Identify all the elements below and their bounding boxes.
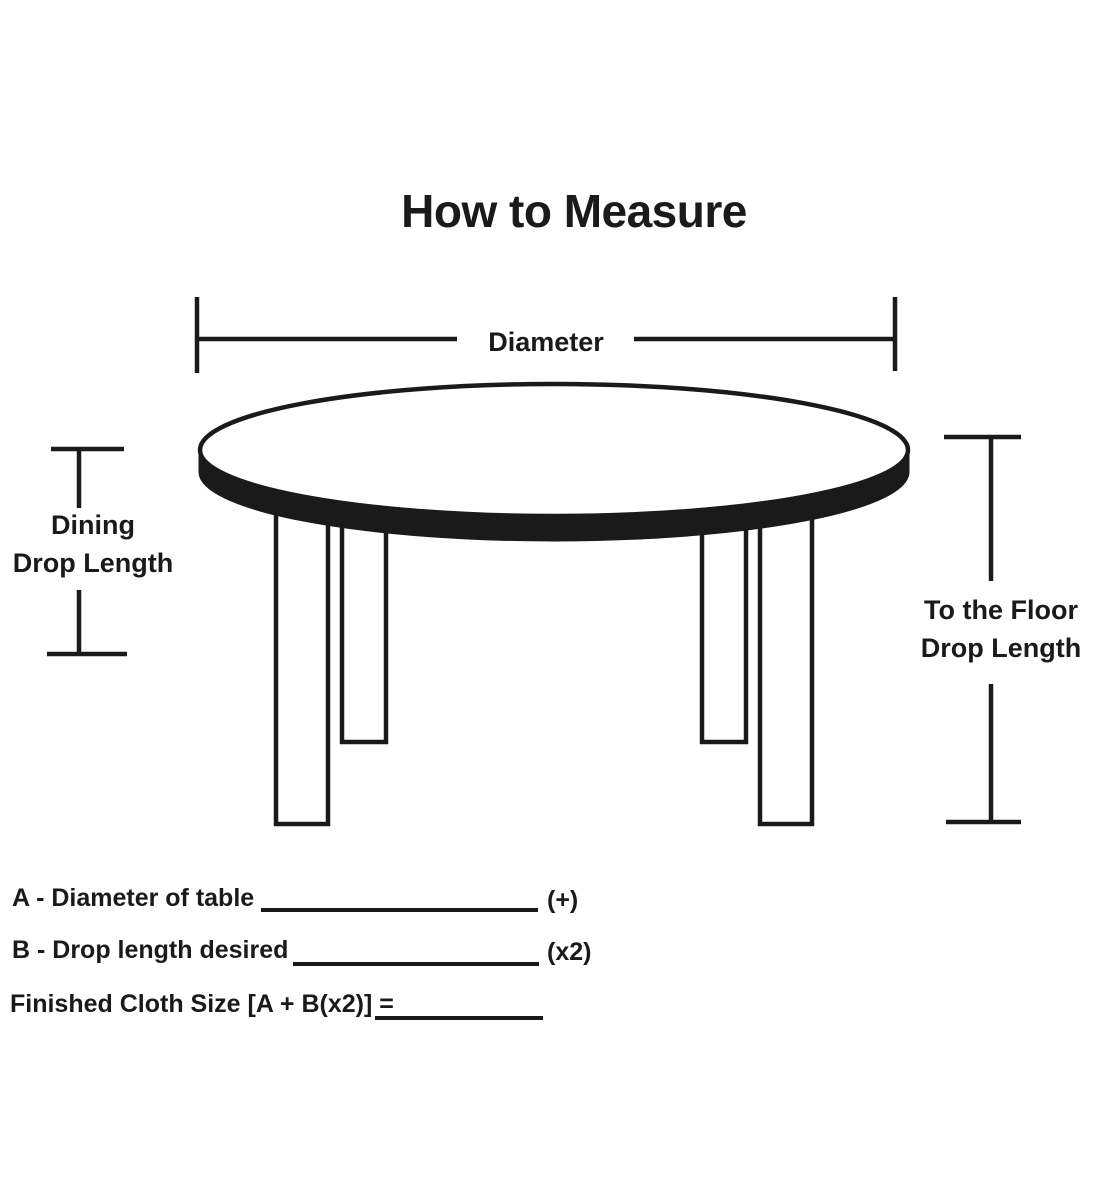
floor-drop-label-line2: Drop Length [920, 633, 1082, 663]
table-back-legs [339, 524, 749, 745]
page-title: How to Measure [401, 185, 747, 237]
diameter-dimension-line [194, 297, 898, 373]
formula-row-b-blank [293, 962, 539, 966]
floor-drop-label-line1: To the Floor [924, 595, 1078, 625]
formula-row-c-blank [375, 1016, 543, 1020]
diameter-label: Diameter [466, 323, 626, 361]
dining-drop-dimension-line [47, 446, 127, 657]
floor-drop-dimension-line [944, 434, 1021, 825]
diameter-label-text: Diameter [488, 327, 604, 357]
formula-row-a-label: A - Diameter of table [12, 884, 255, 912]
dining-drop-label-line2: Drop Length [12, 548, 174, 578]
table-front-legs [273, 508, 815, 827]
formula-row-a-suffix: (+) [547, 886, 579, 914]
formula-row-a-blank [261, 908, 538, 912]
dining-drop-label: Dining Drop Length [0, 506, 186, 582]
formula-row-b-suffix: (x2) [547, 938, 592, 966]
dining-drop-label-line1: Dining [51, 510, 135, 540]
formula-row-b-label: B - Drop length desired [12, 936, 289, 964]
formula-row-c-label: Finished Cloth Size [A + B(x2)] = [10, 990, 394, 1018]
table-top [197, 381, 911, 519]
floor-drop-label: To the Floor Drop Length [910, 591, 1092, 667]
